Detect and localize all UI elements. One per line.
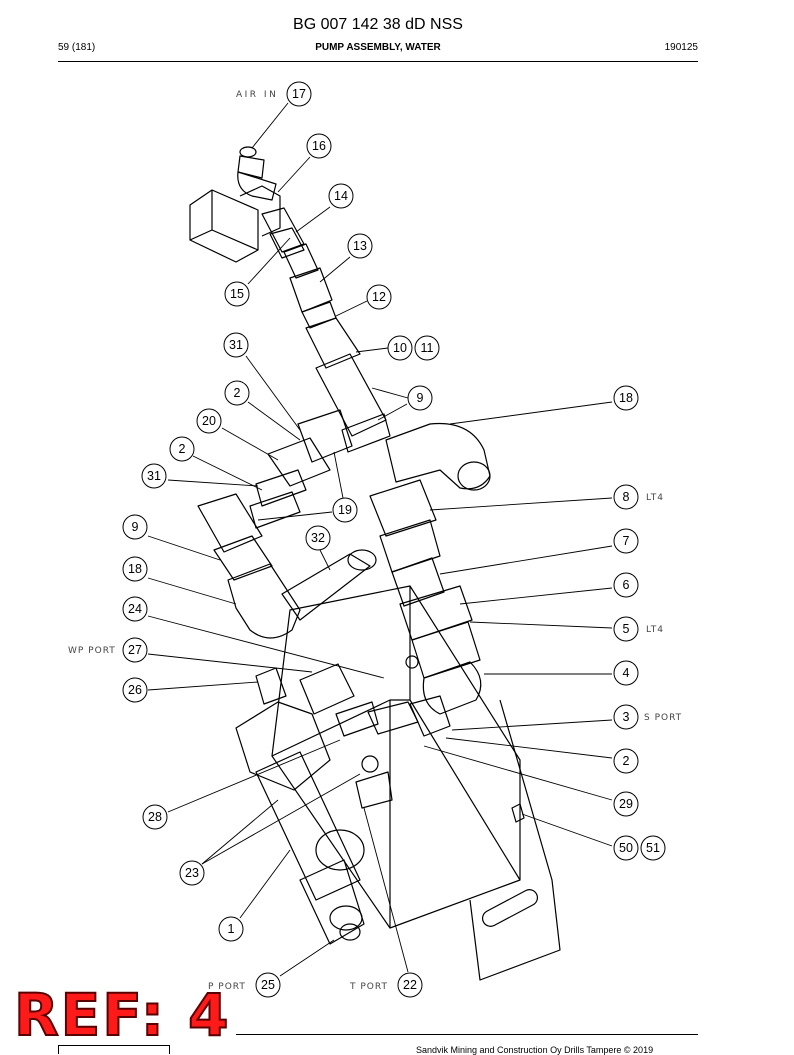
callout-32: 32 bbox=[305, 525, 331, 551]
callout-6: 6 bbox=[613, 572, 639, 598]
svg-text:25: 25 bbox=[261, 978, 275, 992]
callout-27: 27 bbox=[122, 637, 148, 663]
svg-text:24: 24 bbox=[128, 602, 142, 616]
callout-26: 26 bbox=[122, 677, 148, 703]
svg-text:2: 2 bbox=[179, 442, 186, 456]
svg-text:19: 19 bbox=[338, 503, 352, 517]
callout-11: 11 bbox=[414, 335, 440, 361]
callout-24: 24 bbox=[122, 596, 148, 622]
lt4-label-8: LT4 bbox=[646, 493, 664, 503]
svg-text:15: 15 bbox=[230, 287, 244, 301]
callout-29: 29 bbox=[613, 791, 639, 817]
callout-9-left: 9 bbox=[122, 514, 148, 540]
callout-18-left: 18 bbox=[122, 556, 148, 582]
section-title: PUMP ASSEMBLY, WATER bbox=[315, 42, 441, 53]
wp-port-label: WP PORT bbox=[68, 646, 116, 656]
svg-text:31: 31 bbox=[229, 338, 243, 352]
svg-text:4: 4 bbox=[623, 666, 630, 680]
callout-7: 7 bbox=[613, 528, 639, 554]
callout-4: 4 bbox=[613, 660, 639, 686]
ref-stamp: REF: 4 bbox=[13, 981, 231, 1049]
brand-logo bbox=[58, 1045, 170, 1054]
header-rule bbox=[58, 61, 698, 62]
document-title: BG 007 142 38 dD NSS bbox=[293, 16, 463, 33]
svg-text:7: 7 bbox=[623, 534, 630, 548]
svg-text:1: 1 bbox=[228, 922, 235, 936]
air-in-label: AIR IN bbox=[236, 90, 278, 100]
callout-22: 22 bbox=[397, 972, 423, 998]
svg-text:22: 22 bbox=[403, 978, 417, 992]
callout-19: 19 bbox=[332, 497, 358, 523]
svg-text:9: 9 bbox=[132, 520, 139, 534]
svg-text:28: 28 bbox=[148, 810, 162, 824]
t-port-label: T PORT bbox=[349, 982, 388, 992]
callout-3: 3 bbox=[613, 704, 639, 730]
callout-2-mid: 2 bbox=[169, 436, 195, 462]
date-code: 190125 bbox=[664, 42, 698, 53]
svg-text:14: 14 bbox=[334, 189, 348, 203]
callout-5: 5 bbox=[613, 616, 639, 642]
svg-text:51: 51 bbox=[646, 841, 660, 855]
callout-2-top: 2 bbox=[224, 380, 250, 406]
callout-1: 1 bbox=[218, 916, 244, 942]
footer-rule bbox=[236, 1034, 698, 1035]
callout-9-top: 9 bbox=[407, 385, 433, 411]
svg-text:20: 20 bbox=[202, 414, 216, 428]
svg-text:18: 18 bbox=[619, 391, 633, 405]
exploded-view-drawing bbox=[189, 146, 561, 981]
callout-13: 13 bbox=[347, 233, 373, 259]
p-port-label: P PORT bbox=[208, 982, 246, 992]
svg-text:31: 31 bbox=[147, 469, 161, 483]
s-port-label: S PORT bbox=[644, 713, 682, 723]
callout-14: 14 bbox=[328, 183, 354, 209]
callout-17: 17 bbox=[286, 81, 312, 107]
svg-text:27: 27 bbox=[128, 643, 142, 657]
svg-text:12: 12 bbox=[372, 290, 386, 304]
svg-text:8: 8 bbox=[623, 490, 630, 504]
callout-16: 16 bbox=[306, 133, 332, 159]
callout-20: 20 bbox=[196, 408, 222, 434]
callout-31-top: 31 bbox=[223, 332, 249, 358]
svg-text:13: 13 bbox=[353, 239, 367, 253]
svg-text:32: 32 bbox=[311, 531, 325, 545]
lt4-label-5: LT4 bbox=[646, 625, 664, 635]
callout-8: 8 bbox=[613, 484, 639, 510]
callout-12: 12 bbox=[366, 284, 392, 310]
callout-31-mid: 31 bbox=[141, 463, 167, 489]
callout-28: 28 bbox=[142, 804, 168, 830]
callout-15: 15 bbox=[224, 281, 250, 307]
svg-text:11: 11 bbox=[421, 341, 434, 355]
svg-text:26: 26 bbox=[128, 683, 142, 697]
svg-text:5: 5 bbox=[623, 622, 630, 636]
callout-18-right: 18 bbox=[613, 385, 639, 411]
callout-10: 10 bbox=[387, 335, 413, 361]
callout-25: 25 bbox=[255, 972, 281, 998]
svg-text:18: 18 bbox=[128, 562, 142, 576]
callout-51: 51 bbox=[640, 835, 666, 861]
svg-text:23: 23 bbox=[185, 866, 199, 880]
svg-text:6: 6 bbox=[623, 578, 630, 592]
svg-text:3: 3 bbox=[623, 710, 630, 724]
svg-text:29: 29 bbox=[619, 797, 633, 811]
svg-text:17: 17 bbox=[292, 87, 306, 101]
svg-text:9: 9 bbox=[417, 391, 424, 405]
callout-2-bottom: 2 bbox=[613, 748, 639, 774]
callout-23: 23 bbox=[179, 860, 205, 886]
callout-50: 50 bbox=[613, 835, 639, 861]
page-number: 59 (181) bbox=[58, 42, 96, 53]
svg-text:2: 2 bbox=[234, 386, 241, 400]
svg-text:50: 50 bbox=[619, 841, 633, 855]
svg-text:2: 2 bbox=[623, 754, 630, 768]
copyright-text: Sandvik Mining and Construction Oy Drill… bbox=[416, 1045, 654, 1055]
svg-text:16: 16 bbox=[312, 139, 326, 153]
svg-text:10: 10 bbox=[393, 341, 407, 355]
leader-lines bbox=[147, 102, 613, 977]
